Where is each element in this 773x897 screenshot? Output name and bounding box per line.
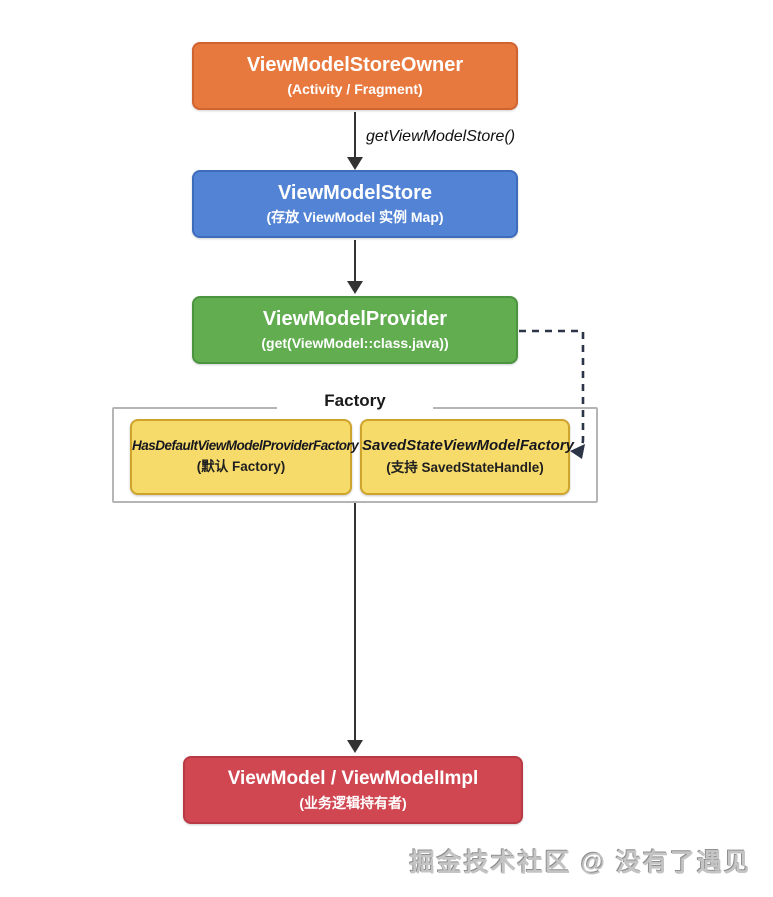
- node-viewmodelstore-subtitle: (存放 ViewModel 实例 Map): [266, 209, 444, 226]
- node-savedstateviewmodelfactory-title: SavedStateViewModelFactory: [362, 437, 575, 455]
- node-viewmodel: ViewModel / ViewModelImpl (业务逻辑持有者): [183, 756, 523, 824]
- watermark-text: 掘金技术社区 @ 没有了遇见: [409, 849, 751, 877]
- node-savedstateviewmodelfactory: SavedStateViewModelFactory (支持 SavedStat…: [360, 419, 575, 495]
- arrow-down-icon: [347, 740, 363, 753]
- arrow-store-to-provider-line: [354, 240, 356, 283]
- arrow-owner-to-store-line: [354, 112, 356, 159]
- arrow-factory-to-viewmodel-line: [354, 503, 356, 742]
- node-savedstateviewmodelfactory-subtitle: (支持 SavedStateHandle): [386, 459, 544, 475]
- edge-label-getviewmodelstore: getViewModelStore(): [366, 128, 516, 145]
- node-hasdefaultviewmodelproviderfactory-subtitle: (默认 Factory): [196, 459, 286, 474]
- node-viewmodelstore: ViewModelStore (存放 ViewModel 实例 Map): [192, 170, 518, 238]
- node-viewmodelstoreowner: ViewModelStoreOwner (Activity / Fragment…: [192, 42, 518, 110]
- node-viewmodel-subtitle: (业务逻辑持有者): [299, 794, 407, 811]
- node-hasdefaultviewmodelproviderfactory: HasDefaultViewModelProviderFactory (默认 F…: [130, 419, 359, 495]
- factory-group-label: Factory: [277, 389, 433, 413]
- node-viewmodelstore-title: ViewModelStore: [277, 182, 433, 205]
- arrow-down-icon: [347, 157, 363, 170]
- arrow-down-icon: [347, 281, 363, 294]
- node-viewmodelprovider-subtitle: (get(ViewModel::class.java)): [261, 335, 449, 352]
- node-viewmodelprovider: ViewModelProvider (get(ViewModel::class.…: [192, 296, 518, 364]
- node-viewmodelstoreowner-title: ViewModelStoreOwner: [246, 54, 464, 77]
- node-viewmodel-title: ViewModel / ViewModelImpl: [227, 767, 479, 789]
- node-viewmodelstoreowner-subtitle: (Activity / Fragment): [287, 81, 423, 98]
- node-viewmodelprovider-title: ViewModelProvider: [262, 308, 448, 331]
- node-hasdefaultviewmodelproviderfactory-title: HasDefaultViewModelProviderFactory: [132, 438, 359, 454]
